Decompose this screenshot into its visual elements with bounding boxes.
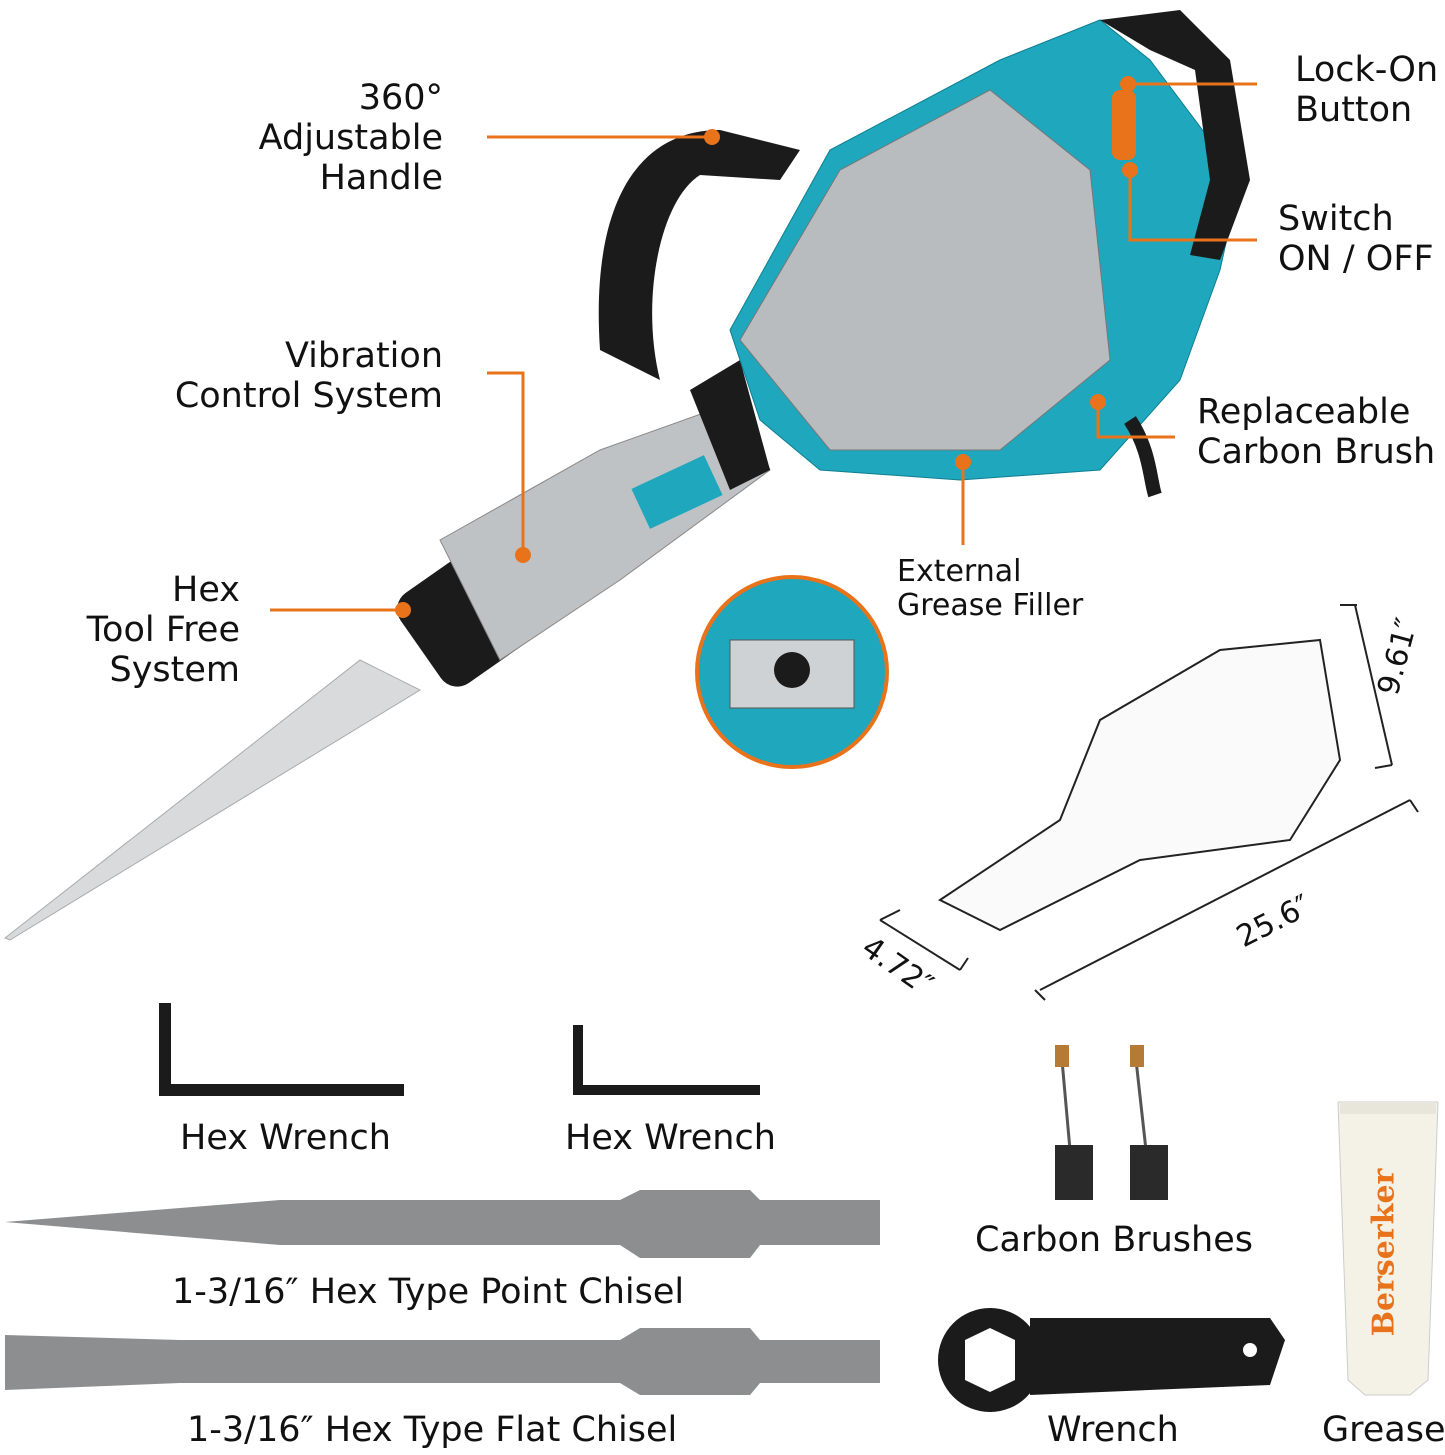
- callout-line: Handle: [319, 158, 443, 198]
- dimension-drawing: [879, 604, 1419, 1001]
- grease-brand-logo: Berserker: [1366, 1168, 1402, 1337]
- point-chisel-shape: [5, 1190, 880, 1258]
- silver-cover: [739, 89, 1111, 451]
- callout-line: ON / OFF: [1278, 239, 1434, 279]
- hex-wrench-1-shape: [159, 1003, 404, 1096]
- grease-filler-inset: [695, 575, 889, 769]
- callout-handle: 360° Adjustable Handle: [200, 78, 443, 198]
- vibration-collar: [690, 360, 770, 490]
- callout-vibration: Vibration Control System: [100, 336, 443, 416]
- callout-line: Lock-On: [1295, 50, 1439, 90]
- power-cord: [1124, 416, 1162, 498]
- callout-switch: Switch ON / OFF: [1278, 199, 1434, 279]
- leader-lines: [270, 82, 1257, 612]
- callout-grease-filler: External Grease Filler: [897, 555, 1083, 623]
- callout-line: System: [109, 650, 240, 690]
- hex-wrench-label-1: Hex Wrench: [180, 1118, 391, 1158]
- point-chisel-label: 1-3/16″ Hex Type Point Chisel: [172, 1272, 685, 1312]
- rear-grip: [1100, 10, 1250, 260]
- wrench-label: Wrench: [1047, 1410, 1179, 1450]
- callout-line: Vibration: [285, 336, 443, 376]
- flat-chisel-label: 1-3/16″ Hex Type Flat Chisel: [187, 1410, 678, 1450]
- callout-hex-system: Hex Tool Free System: [20, 570, 240, 690]
- callout-line: Tool Free: [86, 610, 240, 650]
- callout-dots: [395, 76, 1138, 618]
- chisel-bit: [4, 659, 422, 941]
- callout-line: Grease Filler: [897, 588, 1084, 623]
- callout-line: Replaceable: [1197, 392, 1411, 432]
- callout-line: External: [897, 554, 1022, 589]
- callout-line: Hex: [172, 570, 240, 610]
- hex-wrench-label-2: Hex Wrench: [565, 1118, 776, 1158]
- grease-tube-shape: [1337, 1101, 1439, 1396]
- spanner-wrench-shape: [938, 1308, 1285, 1412]
- callout-line: Button: [1295, 90, 1413, 130]
- carbon-brushes-shape: [1055, 1045, 1168, 1200]
- callout-line: Control System: [174, 376, 443, 416]
- callout-carbon-brush: Replaceable Carbon Brush: [1197, 392, 1435, 472]
- hex-wrench-2-shape: [573, 1025, 760, 1095]
- adjustable-handle: [598, 130, 800, 380]
- callout-line: Switch: [1278, 199, 1394, 239]
- callout-line: Carbon Brush: [1197, 432, 1436, 472]
- trigger: [1112, 90, 1136, 160]
- flat-chisel-shape: [5, 1328, 880, 1395]
- carbon-brushes-label: Carbon Brushes: [975, 1220, 1253, 1260]
- callout-line: 360°: [358, 78, 443, 118]
- callout-line: Adjustable: [258, 118, 443, 158]
- callout-lock-on: Lock-On Button: [1295, 50, 1438, 130]
- grease-label: Grease: [1322, 1410, 1445, 1450]
